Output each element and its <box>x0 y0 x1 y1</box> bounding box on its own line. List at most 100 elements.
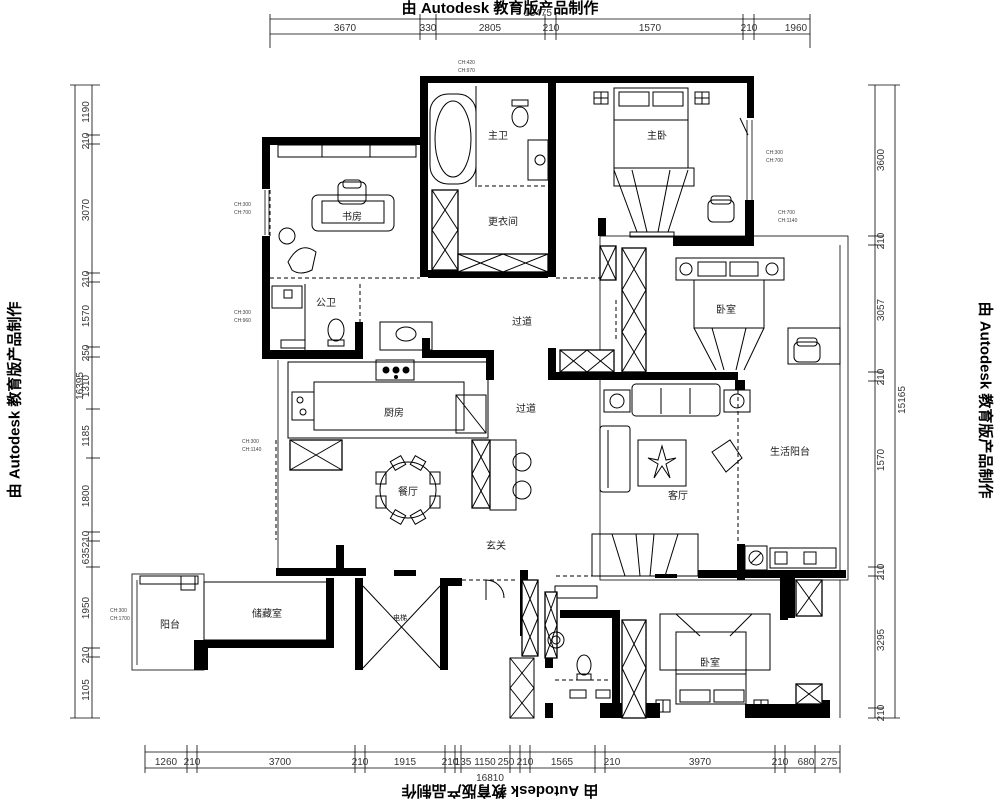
top-dim-seg: 2805 <box>479 23 502 34</box>
bottom-dim-seg: 210 <box>517 757 534 768</box>
room-label-storage: 储藏室 <box>252 607 282 620</box>
right-dim-seg: 210 <box>876 563 887 580</box>
room-label-closet: 更衣间 <box>488 215 518 228</box>
right-dim-seg: 1570 <box>876 448 887 471</box>
left-dim-seg: 210 <box>81 270 92 287</box>
bottom-dim-seg: 210 <box>772 757 789 768</box>
right-dim-seg: 3600 <box>876 148 887 171</box>
watermark-left: 由 Autodesk 教育版产品制作 <box>6 301 24 499</box>
left-dim-seg: 1310 <box>81 374 92 397</box>
bottom-dim-seg: 250 <box>498 757 515 768</box>
storage-balcony-fixtures <box>139 570 505 669</box>
room-label-bedroom-2: 卧室 <box>716 303 736 316</box>
room-label-utility-balcony: 生活阳台 <box>770 445 810 458</box>
room-label-corridor: 过道 <box>512 315 532 328</box>
right-dim-seg: 210 <box>876 368 887 385</box>
left-dim-seg: 1950 <box>81 596 92 619</box>
room-label-bedroom-3: 卧室 <box>700 656 720 669</box>
right-dim-seg: 3295 <box>876 628 887 651</box>
left-dim-seg: 1105 <box>81 679 92 701</box>
top-dim-seg: 330 <box>420 23 437 34</box>
bottom-dimension-chain: 1260 210 3700 210 1915 210 135 1150 250 … <box>144 745 841 784</box>
living-furniture <box>559 349 751 578</box>
bedroom-3-furniture <box>554 585 771 719</box>
left-dim-seg: 250 <box>81 344 92 361</box>
bottom-dim-seg: 3970 <box>689 757 712 768</box>
left-dim-seg: 1800 <box>81 484 92 507</box>
master-bath-fixtures <box>429 86 549 187</box>
study-furniture <box>277 144 417 274</box>
top-dim-seg: 3670 <box>334 23 357 34</box>
top-dimension-chain: 13475 3670 330 2805 210 1570 210 1960 <box>269 8 811 48</box>
bottom-dim-seg: 1260 <box>155 757 178 768</box>
room-label-living: 客厅 <box>668 489 688 502</box>
room-label-study: 书房 <box>342 210 362 223</box>
bottom-dim-seg: 210 <box>442 757 459 768</box>
room-label-master-bath: 主卫 <box>488 130 508 142</box>
room-label-corridor: 过道 <box>516 402 536 415</box>
left-dim-seg: 1190 <box>81 101 92 123</box>
public-bath-fixtures <box>271 284 433 351</box>
room-label-balcony: 阳台 <box>160 618 180 631</box>
bedroom-2-furniture <box>599 245 841 373</box>
top-dim-seg: 210 <box>741 23 758 34</box>
svg-text:CH:700: CH:700 <box>766 158 783 164</box>
svg-text:CH:300: CH:300 <box>234 202 251 208</box>
watermark-bottom: 由 Autodesk 教育版产品制作 <box>401 782 599 799</box>
svg-text:CH:300: CH:300 <box>110 608 127 614</box>
room-label-entrance: 玄关 <box>486 539 506 552</box>
dining-set <box>375 439 532 526</box>
svg-text:CH:700: CH:700 <box>234 210 251 216</box>
utility-balcony-fixtures <box>744 545 837 705</box>
left-dimension-chain: 1190 210 3070 210 1570 250 1310 1185 180… <box>70 84 100 719</box>
bottom-dim-seg: 1565 <box>551 757 574 768</box>
room-label-dining: 餐厅 <box>398 485 418 498</box>
svg-text:CH:300: CH:300 <box>766 150 783 156</box>
bottom-dim-seg: 3700 <box>269 757 292 768</box>
svg-text:CH:1700: CH:1700 <box>110 616 130 622</box>
bottom-bath-fixtures <box>509 579 611 719</box>
svg-text:CH:1140: CH:1140 <box>778 218 798 224</box>
left-dim-seg: 210 <box>81 530 92 547</box>
bottom-dim-seg: 210 <box>604 757 621 768</box>
bottom-dim-seg: 210 <box>352 757 369 768</box>
left-dim-seg: 210 <box>81 132 92 149</box>
right-dim-seg: 3057 <box>876 298 887 321</box>
svg-text:CH:300: CH:300 <box>242 439 259 445</box>
right-dim-seg: 210 <box>876 704 887 721</box>
room-label-kitchen: 厨房 <box>384 406 404 419</box>
left-dim-seg: 1570 <box>81 304 92 327</box>
room-label-elevator: 电梯 <box>393 613 407 622</box>
svg-text:CH:420: CH:420 <box>458 60 475 66</box>
left-dim-seg: 635 <box>81 547 92 564</box>
top-dim-seg: 1570 <box>639 23 662 34</box>
svg-text:CH:1140: CH:1140 <box>242 447 262 453</box>
room-label-public-bath: 公卫 <box>316 298 336 309</box>
watermark-right: 由 Autodesk 教育版产品制作 <box>976 301 994 499</box>
bottom-dim-seg: 680 <box>798 757 815 768</box>
left-dim-overall: 16395 <box>75 372 86 400</box>
room-labels: 主卫 主卧 书房 更衣间 卧室 公卫 过道 过道 厨房 餐厅 客厅 生活阳台 玄… <box>160 129 810 669</box>
left-dim-seg: 210 <box>81 646 92 663</box>
bottom-dim-seg: 275 <box>821 757 838 768</box>
bottom-dim-seg: 1150 <box>474 757 496 768</box>
bottom-dim-overall: 16810 <box>476 773 504 784</box>
bottom-dim-seg: 210 <box>184 757 201 768</box>
right-dim-seg: 210 <box>876 232 887 249</box>
right-dim-overall: 15165 <box>897 386 908 414</box>
sill-notes: CH:420 CH:970 CH:300 CH:700 CH:300 CH:70… <box>110 60 798 622</box>
right-dimension-chain: 3600 210 3057 210 1570 210 3295 210 1516… <box>868 84 908 721</box>
top-dim-overall: 13475 <box>524 8 552 19</box>
bottom-dim-seg: 135 <box>455 757 472 768</box>
svg-text:CH:970: CH:970 <box>458 68 475 74</box>
svg-text:CH:300: CH:300 <box>234 310 251 316</box>
svg-text:CH:960: CH:960 <box>234 318 251 324</box>
svg-text:CH:700: CH:700 <box>778 210 795 216</box>
top-dim-seg: 1960 <box>785 23 808 34</box>
left-dim-seg: 3070 <box>81 198 92 221</box>
room-label-master-bedroom: 主卧 <box>647 129 667 142</box>
kitchen-fixtures <box>287 359 489 471</box>
closet-cabinets <box>431 189 549 273</box>
top-dim-seg: 210 <box>543 23 560 34</box>
